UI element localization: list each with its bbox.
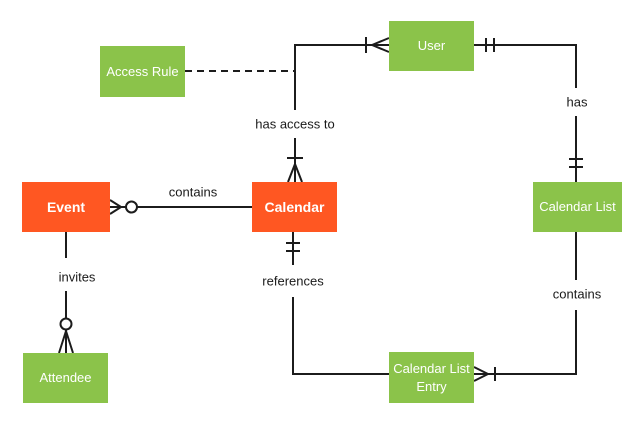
connector-references [286,232,389,375]
entity-calendar-list: Calendar List [533,182,622,232]
entity-calendar-list-entry: Calendar List Entry [389,352,474,403]
connector-contains-list-entry [473,232,577,382]
entity-attendee: Attendee [23,353,108,403]
entity-access-rule: Access Rule [100,46,185,97]
entity-event-label: Event [46,199,86,215]
entity-access-rule-label: Access Rule [106,63,179,79]
relationship-label-references: references [260,273,326,289]
relationship-label-has: has [564,94,590,110]
connector-has [474,38,583,182]
cardinality-exactly-one-calendar-list-icon [569,158,583,168]
cardinality-one-or-many-user-icon [365,37,390,53]
entity-user-label: User [417,38,446,53]
cardinality-one-or-many-calendar-icon [287,157,303,183]
cardinality-exactly-one-calendar-icon [286,242,300,252]
relationship-label-invites: invites [56,269,98,285]
entity-attendee-label: Attendee [39,370,92,385]
entity-calendar: Calendar [252,182,337,232]
entity-calendar-label: Calendar [264,199,325,215]
connector-has-access-to [287,37,390,183]
entity-event: Event [22,182,110,232]
connector-invites [58,232,74,354]
cardinality-one-or-many-entry-icon [473,366,496,382]
entity-calendar-list-label: Calendar List [539,199,616,214]
entity-calendar-list-entry-label: Calendar List Entry [393,360,470,394]
relationship-label-has-access-to: has access to [253,116,337,132]
cardinality-zero-or-many-attendee-icon [58,317,74,354]
relationship-label-contains-event-calendar: contains [166,184,220,200]
relationship-label-contains-list-entry: contains [550,286,604,302]
cardinality-zero-or-many-event-icon [109,199,138,215]
connector-contains-event-calendar [109,199,252,215]
entity-user: User [389,21,474,71]
cardinality-exactly-one-user-icon [485,38,495,52]
